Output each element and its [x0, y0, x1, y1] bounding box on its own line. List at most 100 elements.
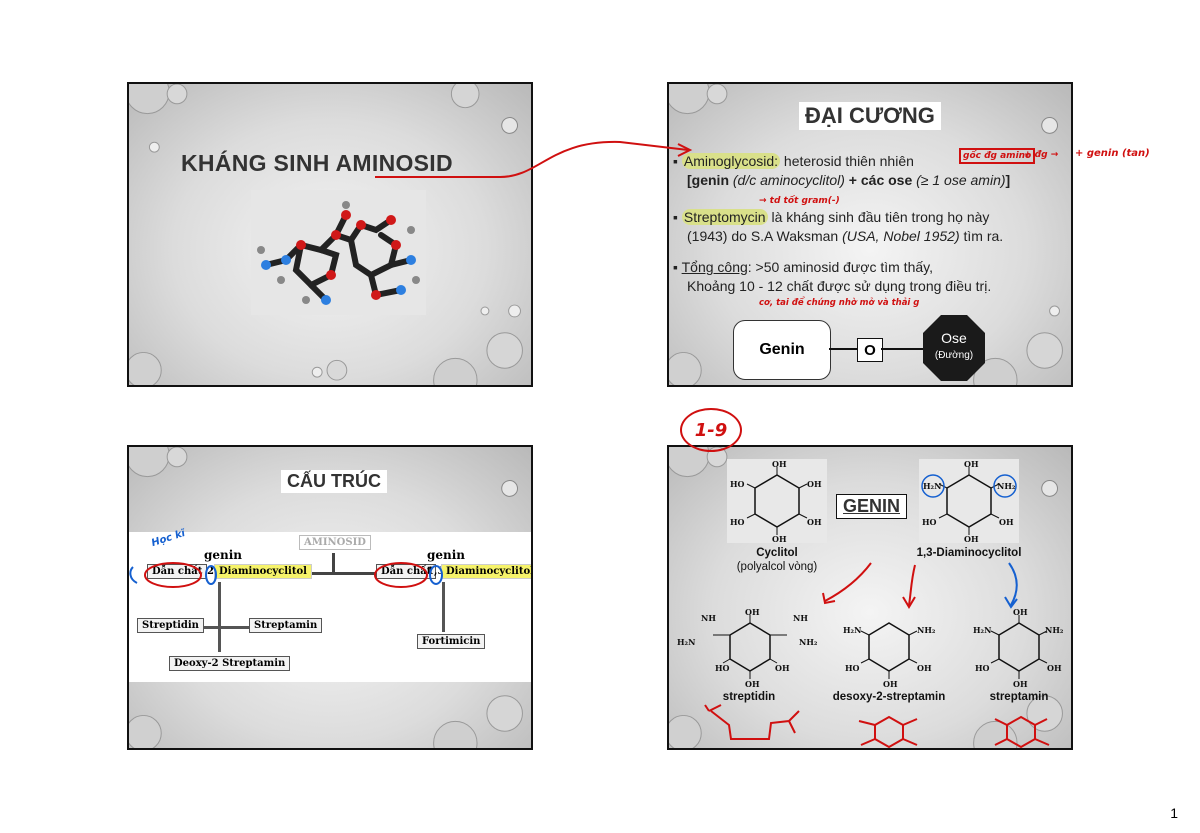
ho-label: HO [975, 663, 990, 673]
nh-label: NH [793, 613, 808, 623]
handwritten-note-dg: + đg → [1024, 150, 1059, 160]
genin-right-label: genin [427, 548, 466, 562]
ho-label: HO [845, 663, 860, 673]
red-sketch-annotations [704, 704, 1050, 748]
slide2-title: ĐẠI CƯƠNG [799, 102, 941, 130]
cyclitol-label: Cyclitol [756, 547, 798, 559]
handwritten-note-amino: gốc đg amino [959, 148, 1036, 164]
bullet-streptomycin: ▪ Streptomycin là kháng sinh đầu tiên tr… [673, 208, 1071, 246]
fortimicin-box: Fortimicin [417, 634, 486, 649]
nh2-label: NH₂ [997, 481, 1016, 491]
o-label: O [864, 341, 876, 359]
genin-left-label: genin [204, 548, 243, 562]
hexagon-ring-icon [860, 622, 918, 679]
arrow-down-right [442, 582, 445, 632]
oh-label: OH [999, 517, 1014, 527]
oh-label: OH [775, 663, 790, 673]
streptidin-box: Streptidin [137, 618, 204, 633]
term-tong-cong: Tổng công [681, 259, 748, 275]
cyclitol-sublabel: (polyalcol vòng) [736, 561, 818, 573]
desoxy-structure: H₂N NH₂ HO OH OH [839, 607, 939, 691]
ho-label: HO [922, 517, 937, 527]
note-1-9-text: 1-9 [694, 419, 728, 441]
bullet-dot: ▪ [673, 153, 682, 169]
oh-label: OH [772, 459, 787, 469]
ho-label: HO [715, 663, 730, 673]
oh-label: OH [807, 479, 822, 489]
handwritten-note-genin-tan: + genin (tan) [1075, 148, 1150, 159]
oh-label: OH [772, 534, 787, 544]
hexagon-ring-icon [990, 615, 1048, 679]
o-box: O [857, 338, 883, 362]
ose-label: Ose [941, 330, 967, 346]
num-2-label: 2 [207, 566, 214, 577]
term-streptomycin: Streptomycin [681, 209, 768, 225]
ose-sub-label: (Đường) [934, 350, 974, 361]
oh-label: OH [964, 534, 979, 544]
oh-label: OH [917, 663, 932, 673]
nh2-label: NH₂ [1045, 625, 1064, 635]
molecule-image [251, 190, 426, 315]
arrow-streptidin-streptamin [191, 626, 251, 629]
genin-label: Genin [759, 341, 805, 358]
slide1-title: KHÁNG SINH AMINOSID [181, 150, 453, 176]
streptamin-box: Streptamin [249, 618, 323, 633]
hexagon-ring-icon [921, 467, 1017, 535]
h2n-label: H₂N [923, 481, 942, 491]
streptidin-structure: NH H₂N OH NH NH₂ HO OH OH [675, 607, 825, 691]
text: : >50 aminosid được tìm thấy, [747, 259, 933, 275]
text: Khoảng 10 - 12 chất được sử dụng trong đ… [687, 278, 992, 294]
h2n-label: H₂N [677, 637, 696, 647]
slide-dai-cuong: ĐẠI CƯƠNG ▪ Aminoglycosid: heterosid thi… [667, 82, 1073, 387]
hexagon-ring-icon [746, 467, 808, 535]
slide4-title: GENIN [836, 494, 908, 519]
h2n-label: H₂N [973, 625, 992, 635]
nh2-label: NH₂ [917, 625, 936, 635]
diaminocyclitol-label: 1,3-Diaminocyclitol [916, 547, 1022, 559]
nh2-label: NH₂ [799, 637, 818, 647]
hexagon-ring-icon [713, 615, 787, 679]
streptidin-label: streptidin [722, 691, 776, 703]
num-13-label: 1,3 [427, 566, 445, 577]
tree-horizontal [297, 572, 377, 575]
text: là kháng sinh đầu tiên trong họ này [767, 209, 990, 225]
streptamin-label: streptamin [989, 691, 1049, 703]
arrows-annotation [822, 562, 1018, 609]
text: + các ose [844, 172, 917, 188]
molecule-model-icon [257, 201, 420, 305]
handwritten-note-gram: → td tốt gram(-) [759, 196, 840, 206]
bond-line-right [881, 348, 923, 350]
text: (d/c aminocyclitol) [732, 172, 845, 188]
diaminocyclitol-left-box: Diaminocyclitol [214, 564, 312, 579]
oh-label: OH [807, 517, 822, 527]
text: tìm ra. [959, 228, 1004, 244]
diaminocyclitol-structure: OH NH₂ OH OH H₂N HO [919, 459, 1019, 544]
desoxy-label: desoxy-2-streptamin [832, 691, 946, 703]
arrow-down-left [218, 582, 221, 652]
oh-label: OH [964, 459, 979, 469]
tree-vertical [332, 553, 335, 573]
oh-label: OH [745, 607, 760, 617]
slide3-title: CẤU TRÚC [281, 470, 387, 493]
oh-label: OH [883, 679, 898, 689]
red-arrow-annotation [375, 140, 693, 178]
bullet-dot: ▪ [673, 259, 682, 275]
h2n-label: H₂N [843, 625, 862, 635]
ho-label: HO [730, 517, 745, 527]
bullet-tong-cong: ▪ Tổng công: >50 aminosid được tìm thấy,… [673, 258, 1071, 296]
structure-diagram: AMINOSID genin genin Dẫn chất 2 Diaminoc… [129, 532, 531, 682]
aminosid-box: AMINOSID [299, 535, 371, 550]
oh-label: OH [1013, 679, 1028, 689]
text: [genin [687, 172, 733, 188]
circled-note-1-9: 1-9 [680, 408, 742, 452]
ose-octagon: Ose (Đường) [922, 314, 986, 382]
bullet-aminoglycosid: ▪ Aminoglycosid: heterosid thiên nhiên [… [673, 152, 1071, 190]
octagon-shape-icon [923, 315, 985, 381]
oh-label: OH [1013, 607, 1028, 617]
slide-genin: OH OH OH OH HO HO GENIN OH NH₂ OH OH H₂N… [667, 445, 1073, 750]
text: ] [1005, 172, 1011, 188]
oh-label: OH [745, 679, 760, 689]
cyclitol-structure: OH OH OH OH HO HO [727, 459, 827, 544]
slide-cau-truc: CẤU TRÚC AMINOSID genin genin Dẫn chất 2… [127, 445, 533, 750]
bullet-dot: ▪ [673, 209, 682, 225]
